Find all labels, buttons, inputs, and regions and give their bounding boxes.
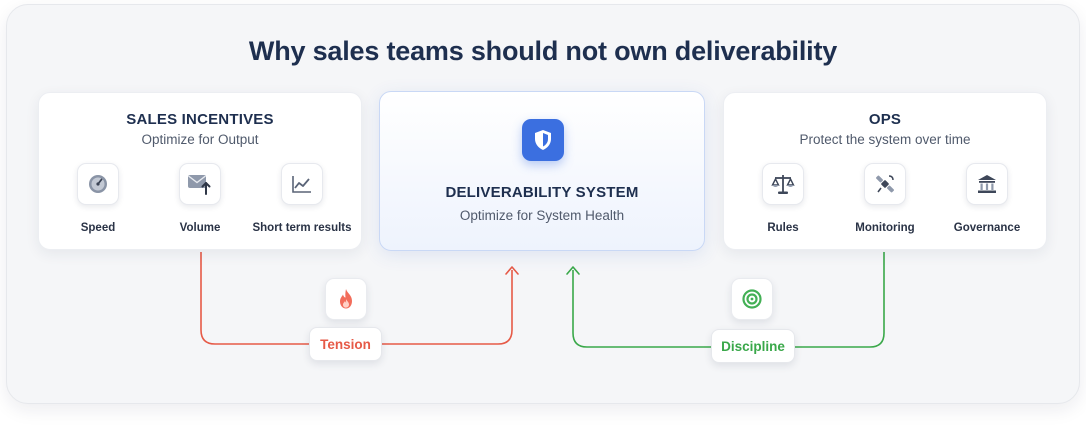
item-speed-label: Speed bbox=[80, 222, 116, 234]
item-monitoring: Monitoring bbox=[834, 163, 936, 234]
mail-upload-icon bbox=[179, 163, 221, 205]
item-monitoring-label: Monitoring bbox=[855, 222, 915, 234]
item-volume-label: Volume bbox=[179, 222, 221, 234]
target-icon bbox=[731, 278, 773, 320]
item-governance-label: Governance bbox=[953, 222, 1021, 234]
flame-icon bbox=[325, 278, 367, 320]
sales-incentives-subtitle: Optimize for Output bbox=[141, 132, 259, 147]
deliverability-system-card: DELIVERABILITY SYSTEM Optimize for Syste… bbox=[379, 91, 705, 251]
item-short-term-results-label: Short term results bbox=[252, 222, 352, 234]
sales-incentives-title: SALES INCENTIVES bbox=[126, 111, 274, 128]
satellite-icon bbox=[864, 163, 906, 205]
speedometer-icon bbox=[77, 163, 119, 205]
deliverability-system-title: DELIVERABILITY SYSTEM bbox=[445, 184, 639, 201]
diagram-title: Why sales teams should not own deliverab… bbox=[248, 36, 838, 66]
shield-icon bbox=[522, 119, 564, 161]
sales-incentives-card: SALES INCENTIVES Optimize for Output Spe… bbox=[38, 92, 362, 250]
ops-title: OPS bbox=[868, 111, 902, 128]
item-speed: Speed bbox=[47, 163, 149, 234]
ops-subtitle: Protect the system over time bbox=[799, 132, 971, 147]
institution-icon bbox=[966, 163, 1008, 205]
scales-icon bbox=[762, 163, 804, 205]
deliverability-system-subtitle: Optimize for System Health bbox=[459, 208, 625, 223]
line-chart-icon bbox=[281, 163, 323, 205]
item-rules-label: Rules bbox=[767, 222, 799, 234]
discipline-arrowhead bbox=[566, 266, 580, 275]
item-governance: Governance bbox=[936, 163, 1038, 234]
ops-card: OPS Protect the system over time Rules bbox=[723, 92, 1047, 250]
item-short-term-results: Short term results bbox=[251, 163, 353, 234]
item-rules: Rules bbox=[732, 163, 834, 234]
discipline-label: Discipline bbox=[711, 329, 795, 363]
tension-label: Tension bbox=[309, 327, 382, 361]
tension-arrowhead bbox=[505, 266, 519, 275]
item-volume: Volume bbox=[149, 163, 251, 234]
